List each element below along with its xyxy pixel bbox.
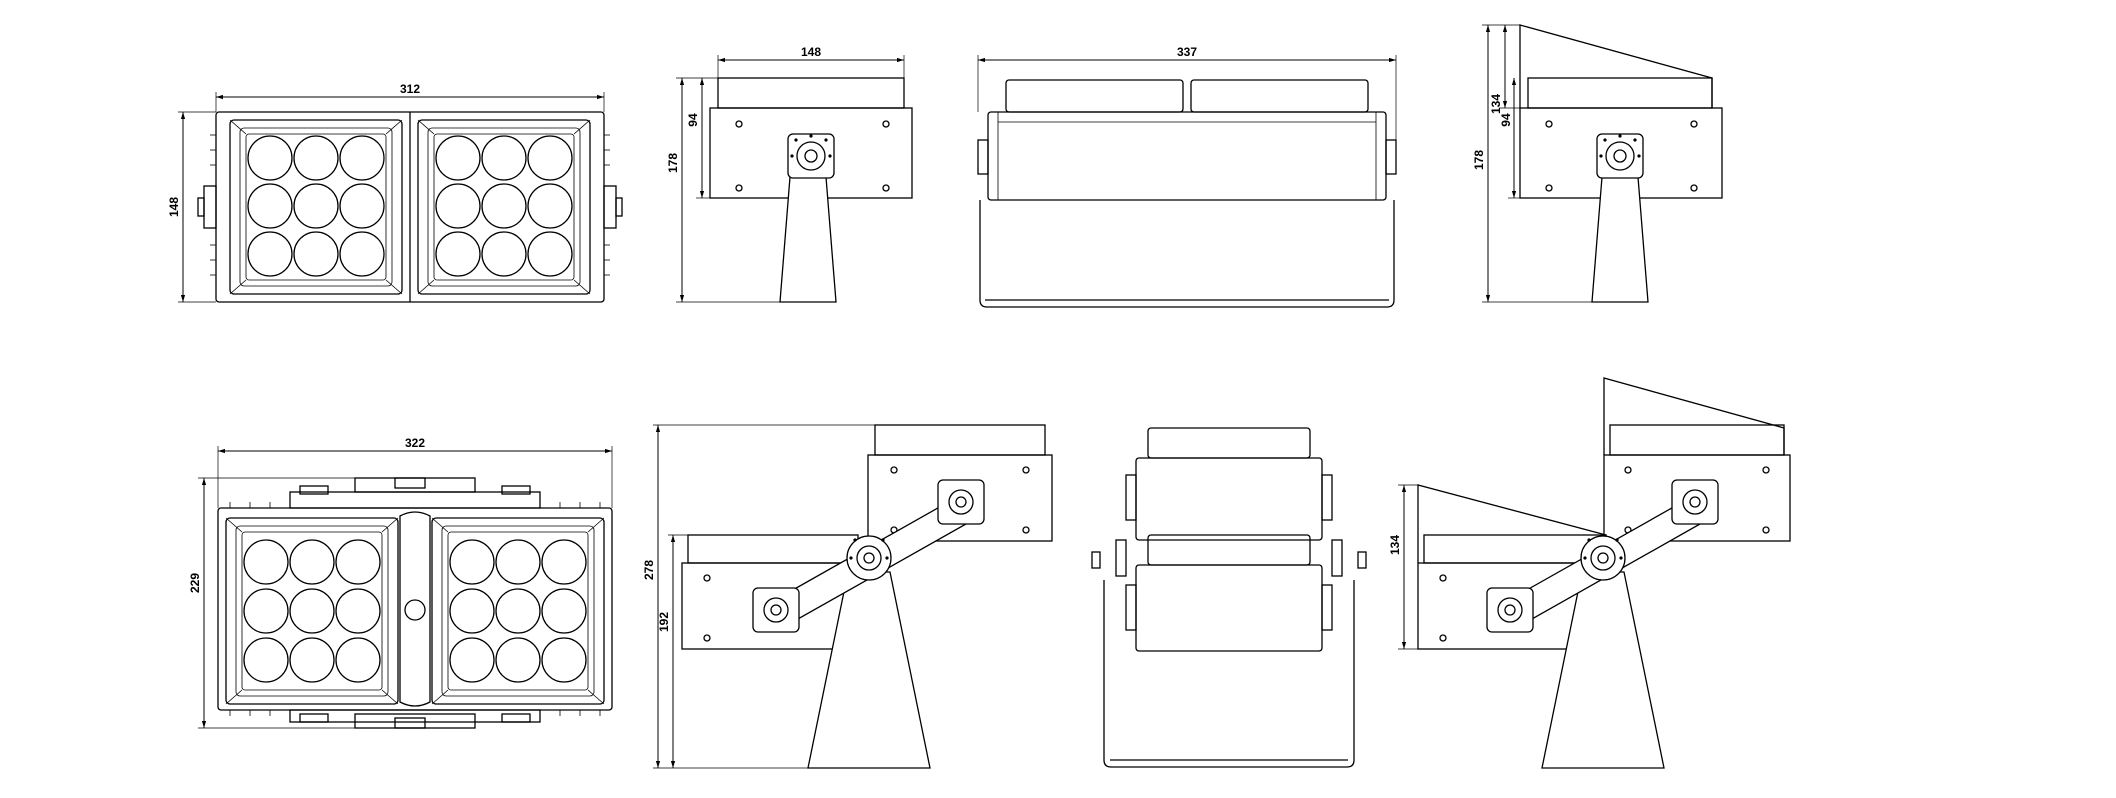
view-top-single: 337	[977, 45, 1397, 308]
dim-v2-total-height: 178	[666, 153, 680, 173]
yoke-clamps	[229, 485, 601, 723]
dim-v4-top-height: 134	[1489, 94, 1503, 114]
view-side-double: 278 192	[642, 424, 1053, 769]
dim-v2-width: 148	[801, 45, 821, 59]
dim-v4-total-height: 178	[1472, 150, 1486, 170]
dim-v3-width: 337	[1177, 45, 1197, 59]
dim-v1-width: 312	[400, 82, 420, 96]
view-front-double-yoke: 322 229	[188, 436, 613, 729]
dim-v5-height: 229	[188, 573, 202, 593]
view-side-single: 148 178 94	[666, 45, 913, 303]
dim-v4-head-height: 94	[1499, 113, 1513, 127]
front-fin-ticks	[210, 134, 610, 276]
dim-v5-width: 322	[405, 436, 425, 450]
view-top-double	[1091, 427, 1367, 768]
view-side-visor-double: 134	[1388, 377, 1791, 769]
led-lens-array-yoke	[243, 539, 587, 683]
dim-v8-height: 134	[1388, 535, 1402, 555]
led-lens-array	[247, 135, 573, 277]
dim-v2-head-height: 94	[686, 113, 700, 127]
dim-v1-height: 148	[167, 197, 181, 217]
dim-v6-total-height: 278	[642, 560, 656, 580]
view-side-visor-single: 178 134 94	[1472, 24, 1723, 303]
dim-v6-low-height: 192	[657, 612, 671, 632]
view-front-double: 312 148	[167, 82, 623, 303]
